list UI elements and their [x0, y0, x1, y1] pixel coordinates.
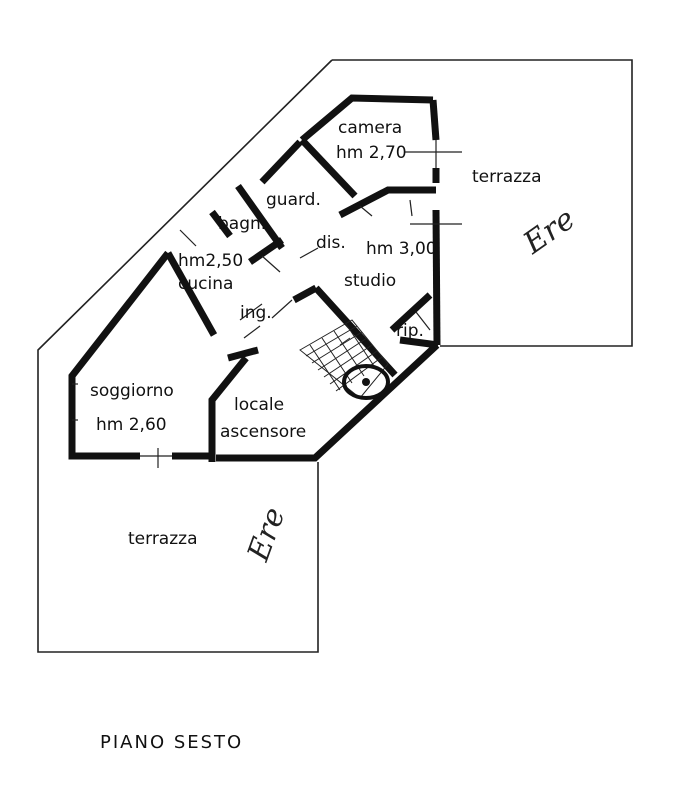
studio-height: hm 3,00 [366, 239, 437, 259]
soggiorno-label: soggiorno [90, 381, 174, 401]
elevator-shaft [342, 364, 390, 400]
soggiorno-height: hm 2,60 [96, 415, 167, 435]
studio-label: studio [344, 271, 396, 291]
signature-bottom: Ere [241, 503, 293, 567]
ascensore-label-line1: locale [234, 395, 284, 415]
terrazza-bottom-label: terrazza [128, 529, 198, 549]
ascensore-label-line2: ascensore [220, 422, 306, 442]
ripostiglio-label: rip. [396, 321, 424, 341]
disimpegno-label: dis. [316, 233, 346, 253]
ingresso-label: ing. [240, 303, 272, 323]
terrazza-top-label: terrazza [472, 167, 542, 187]
apartment-walls [68, 94, 441, 462]
guardaroba-label: guard. [266, 190, 321, 210]
cucina-height: hm2,50 [178, 251, 243, 271]
plan-title: PIANO SESTO [100, 732, 243, 753]
camera-height: hm 2,70 [336, 143, 407, 163]
signature-top: Ere [516, 201, 581, 261]
bagno-label: bagn. [218, 214, 266, 234]
cucina-label: cucina [178, 274, 233, 294]
camera-label: camera [338, 118, 402, 138]
terrace-outline [37, 59, 633, 653]
door-lines [72, 140, 462, 468]
